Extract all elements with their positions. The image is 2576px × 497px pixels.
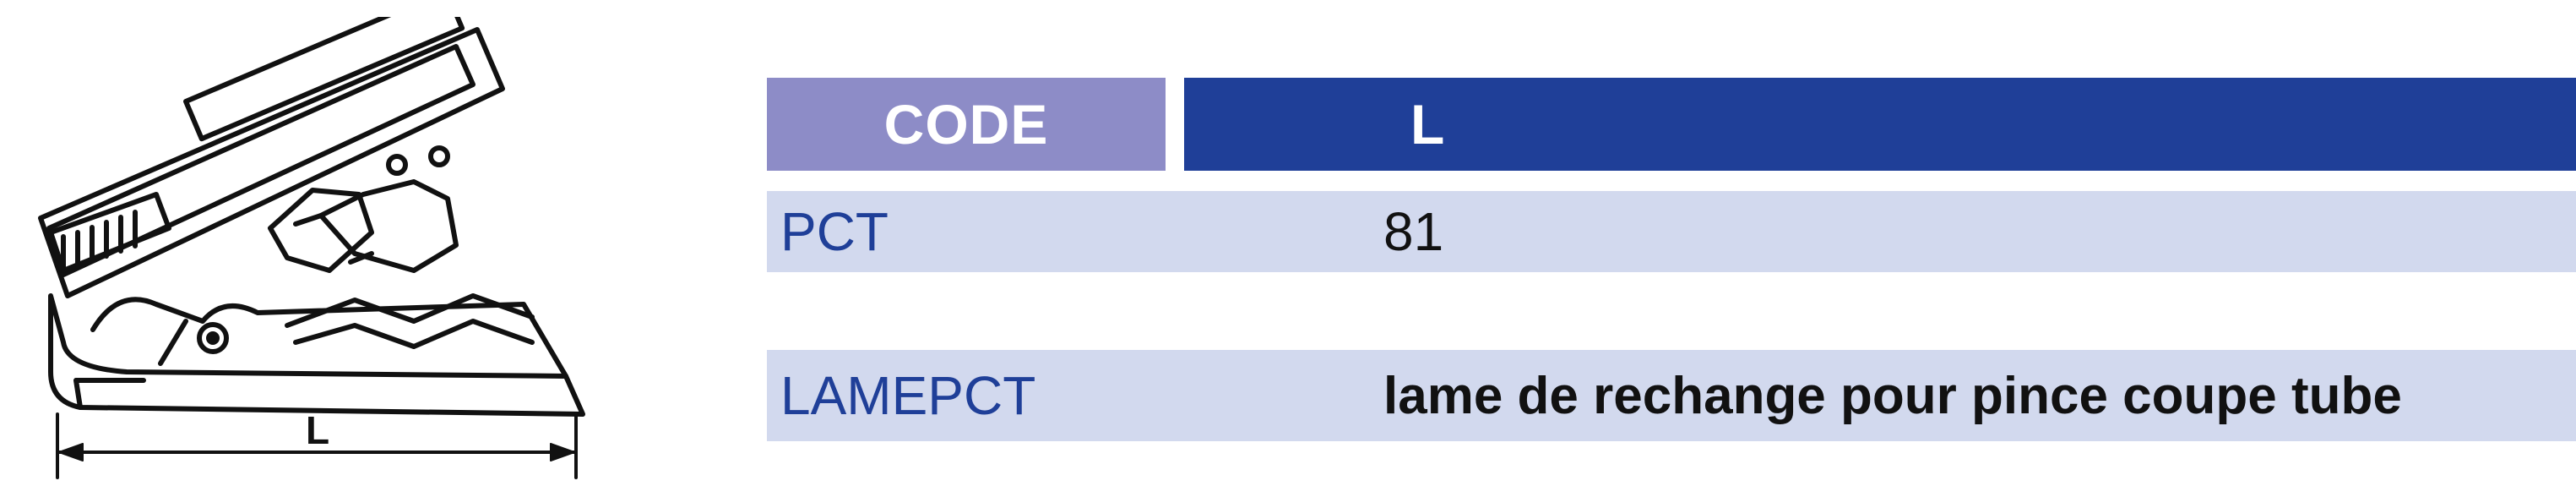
header-l: L bbox=[1184, 78, 2576, 171]
product-table: CODE L PCT 81 LAMEPCT lame de rechange p… bbox=[767, 78, 2576, 441]
dimension-label: L bbox=[306, 408, 329, 452]
row-length: 81 bbox=[1383, 201, 1444, 262]
table-row: PCT 81 bbox=[767, 191, 2576, 272]
header-code: CODE bbox=[767, 78, 1166, 171]
tube-cutter-icon: L bbox=[38, 0, 585, 479]
header-code-label: CODE bbox=[883, 93, 1049, 156]
row-code: PCT bbox=[780, 201, 889, 262]
row-description: lame de rechange pour pince coupe tube bbox=[1383, 366, 2402, 425]
tube-cutter-drawing: L bbox=[17, 0, 608, 490]
header-l-label: L bbox=[1410, 93, 1445, 156]
table-row: LAMEPCT lame de rechange pour pince coup… bbox=[767, 350, 2576, 441]
row-code: LAMEPCT bbox=[780, 365, 1036, 426]
